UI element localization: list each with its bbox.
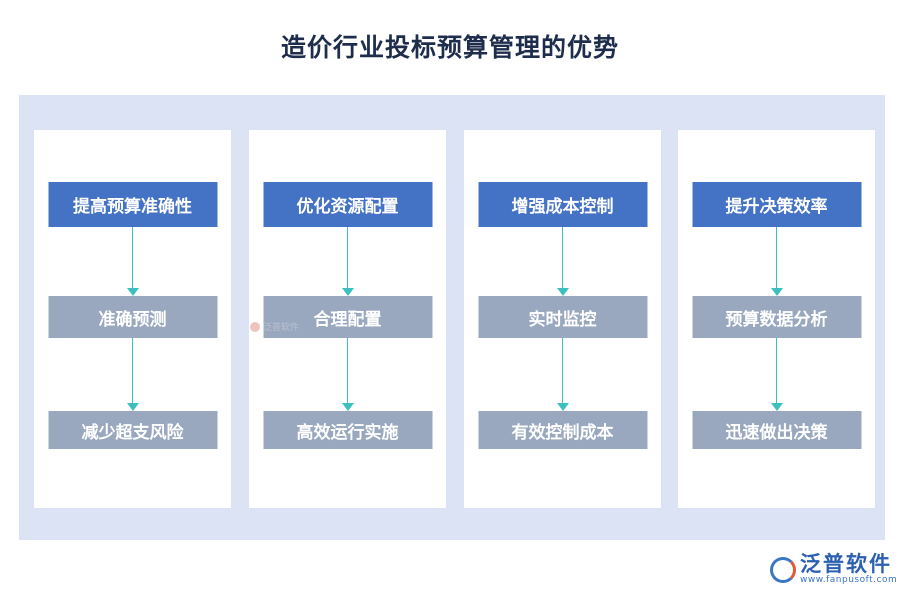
watermark-text: 泛普软件 [263, 323, 300, 333]
column-card-1: 提高预算准确性 准确预测 减少超支风险 [34, 130, 231, 508]
column-3-bottom: 有效控制成本 [478, 411, 647, 449]
arrow-down-icon [126, 227, 139, 296]
page-title: 造价行业投标预算管理的优势 [280, 33, 619, 62]
column-4-mid: 预算数据分析 [692, 296, 861, 338]
column-4-head: 提升决策效率 [692, 182, 861, 227]
arrow-down-icon [770, 227, 783, 296]
brand-logo: 泛普软件 www.fanpusoft.com [770, 553, 897, 586]
column-1-mid: 准确预测 [48, 296, 217, 338]
arrow-down-icon [341, 227, 354, 296]
column-3-mid: 实时监控 [478, 296, 647, 338]
column-1-bottom: 减少超支风险 [48, 411, 217, 449]
column-2-head: 优化资源配置 [263, 182, 432, 227]
column-card-4: 提升决策效率 预算数据分析 迅速做出决策 [678, 130, 875, 508]
watermark: 泛普软件 [250, 320, 299, 333]
arrow-down-icon [556, 227, 569, 296]
column-2-mid: 合理配置 [263, 296, 432, 338]
column-4-bottom: 迅速做出决策 [692, 411, 861, 449]
arrow-down-icon [341, 338, 354, 411]
arrow-down-icon [770, 338, 783, 411]
column-card-2: 优化资源配置 合理配置 高效运行实施 [249, 130, 446, 508]
brand-url: www.fanpusoft.com [800, 575, 898, 585]
column-3-head: 增强成本控制 [478, 182, 647, 227]
watermark-logo-icon [250, 321, 260, 332]
arrow-down-icon [126, 338, 139, 411]
brand-name: 泛普软件 [800, 552, 892, 576]
arrow-down-icon [556, 338, 569, 411]
column-1-head: 提高预算准确性 [48, 182, 217, 227]
brand-logo-icon [770, 556, 796, 583]
column-card-3: 增强成本控制 实时监控 有效控制成本 [464, 130, 661, 508]
column-2-bottom: 高效运行实施 [263, 411, 432, 449]
